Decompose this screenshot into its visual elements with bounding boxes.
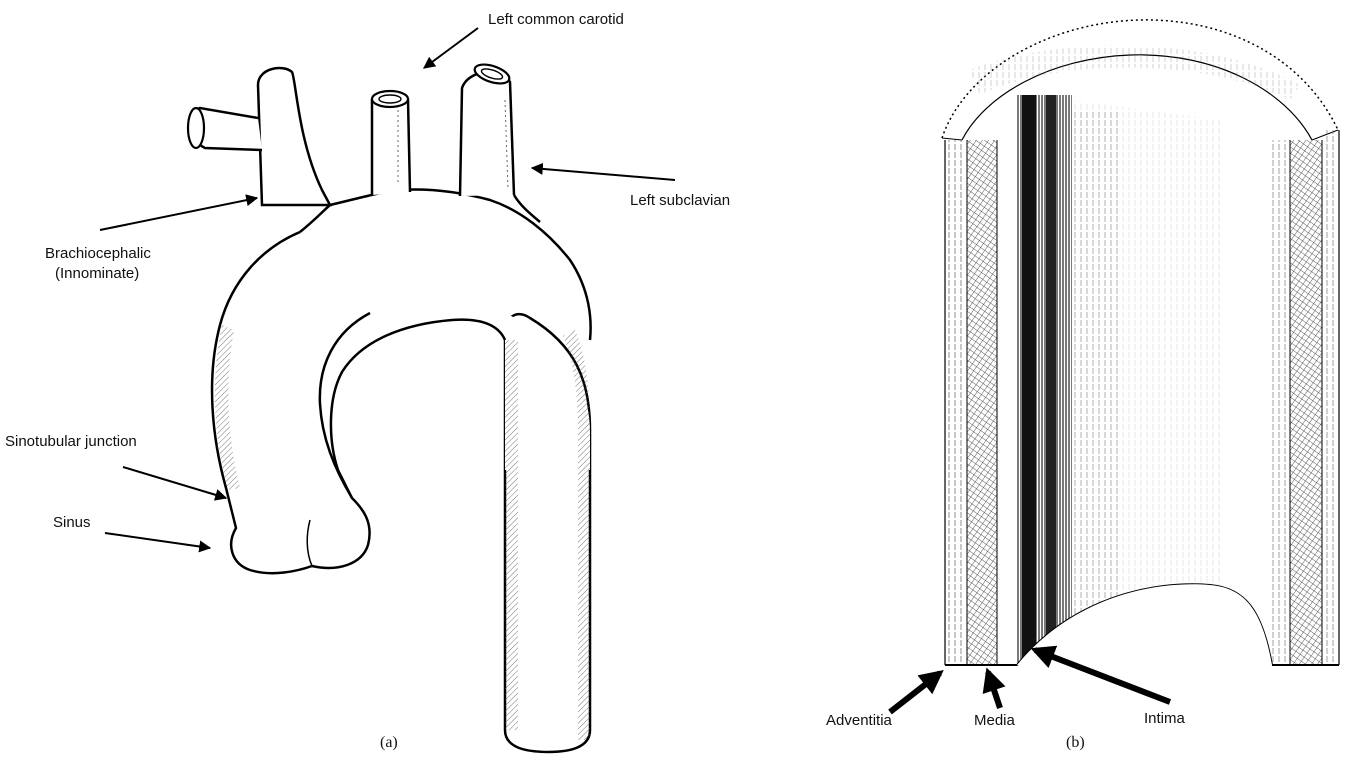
brachiocephalic-trunk bbox=[258, 68, 330, 205]
label-media: Media bbox=[974, 711, 1015, 730]
label-sinus: Sinus bbox=[53, 513, 91, 532]
arrow-brachiocephalic bbox=[100, 198, 257, 230]
media-layer-right bbox=[1290, 140, 1322, 665]
label-left-subclavian: Left subclavian bbox=[630, 191, 730, 210]
media-layer-left bbox=[967, 140, 997, 665]
caption-a: (a) bbox=[380, 734, 398, 752]
label-sinotubular-junction: Sinotubular junction bbox=[5, 432, 137, 451]
left-subclavian-branch bbox=[460, 72, 514, 196]
label-brachiocephalic: Brachiocephalic bbox=[45, 244, 151, 263]
caption-b: (b) bbox=[1066, 734, 1085, 752]
arrow-sinus bbox=[105, 533, 210, 548]
label-innominate: (Innominate) bbox=[55, 264, 139, 283]
arrow-left-common-carotid bbox=[424, 28, 478, 68]
arrow-left-subclavian bbox=[532, 168, 675, 180]
label-adventitia: Adventitia bbox=[826, 711, 892, 730]
adventitia-layer-left bbox=[945, 140, 967, 665]
arrow-sinotubular-junction bbox=[123, 467, 226, 498]
arrow-media bbox=[988, 672, 1000, 708]
vessel-wall-drawing bbox=[942, 20, 1339, 700]
left-common-carotid-branch bbox=[372, 100, 410, 195]
adventitia-layer-right bbox=[1322, 130, 1339, 665]
arrow-adventitia bbox=[890, 673, 940, 712]
label-intima: Intima bbox=[1144, 709, 1185, 728]
aortic-arch-drawing bbox=[188, 61, 591, 752]
label-left-common-carotid: Left common carotid bbox=[488, 10, 624, 29]
